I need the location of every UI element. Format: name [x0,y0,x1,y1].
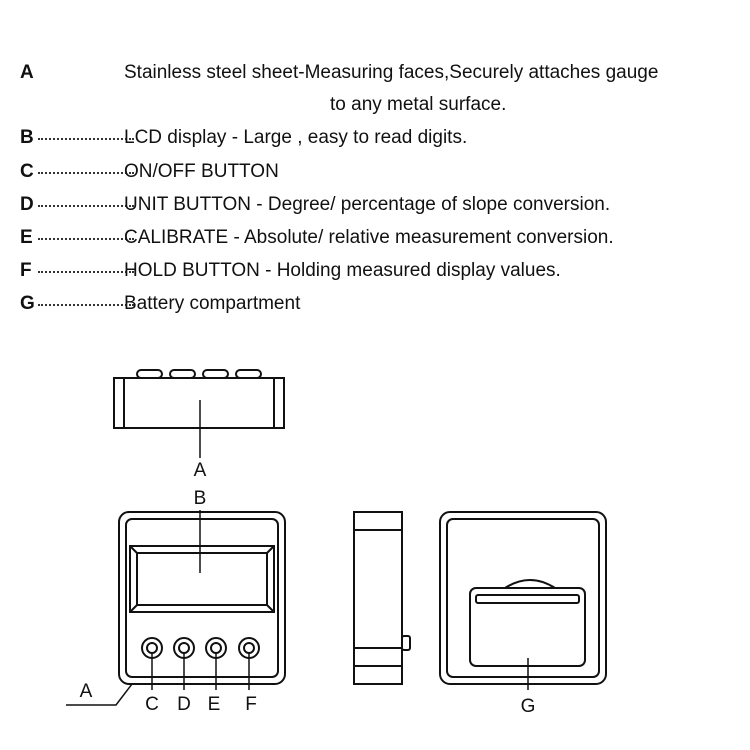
legend-text-a-line2: to any metal surface. [330,94,507,115]
leader-dots [38,271,134,273]
callout-a-top: A [194,460,207,481]
legend-letter-f: F [20,260,32,281]
legend-letter-c: C [20,161,34,182]
back-view [439,511,607,690]
top-button-d [169,369,196,379]
side-view-body [353,511,403,685]
leader-dots [38,238,134,240]
callout-f: F [245,694,257,715]
top-button-e [202,369,229,379]
legend-text-g: Battery compartment [124,293,301,314]
side-button [401,635,411,651]
legend-letter-g: G [20,293,35,314]
callout-b: B [194,488,207,509]
battery-cover-tab [504,579,556,589]
top-view-body [113,377,285,429]
top-view [113,369,285,458]
leader-line [66,683,133,706]
front-view [66,510,286,706]
legend-letter-b: B [20,127,34,148]
back-inner-frame [446,518,600,678]
legend-text-a-line1: Stainless steel sheet-Measuring faces,Se… [124,62,659,83]
leader-dots [38,205,134,207]
leader-dots [38,138,134,140]
callout-g: G [521,696,536,717]
legend-text-c: ON/OFF BUTTON [124,161,279,182]
callout-a-front: A [80,681,93,702]
legend-text-e: CALIBRATE - Absolute/ relative measureme… [124,227,614,248]
lcd-display [136,552,268,606]
legend-text-d: UNIT BUTTON - Degree/ percentage of slop… [124,194,611,215]
legend-letter-a: A [20,62,34,83]
top-button-c [136,369,163,379]
front-outer-frame [118,511,286,685]
legend-text-b: LCD display - Large , easy to read digit… [124,127,468,148]
back-outer-frame [439,511,607,685]
leader-dots [38,304,134,306]
legend-letter-d: D [20,194,34,215]
legend-letter-e: E [20,227,33,248]
callout-d: D [177,694,191,715]
side-view [353,511,411,685]
battery-compartment [469,587,586,667]
callout-e: E [208,694,221,715]
front-inner-frame [125,518,279,678]
lcd-display-outer [129,545,275,613]
callout-c: C [145,694,159,715]
leader-dots [38,172,134,174]
legend-text-f: HOLD BUTTON - Holding measured display v… [124,260,561,281]
top-button-f [235,369,262,379]
